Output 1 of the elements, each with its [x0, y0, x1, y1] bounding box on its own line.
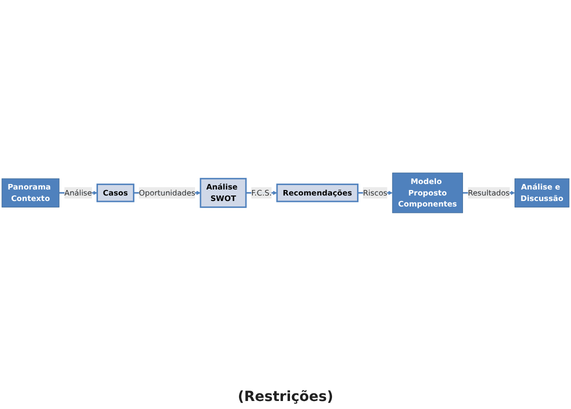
note-text: (Restrições) — [238, 389, 334, 405]
